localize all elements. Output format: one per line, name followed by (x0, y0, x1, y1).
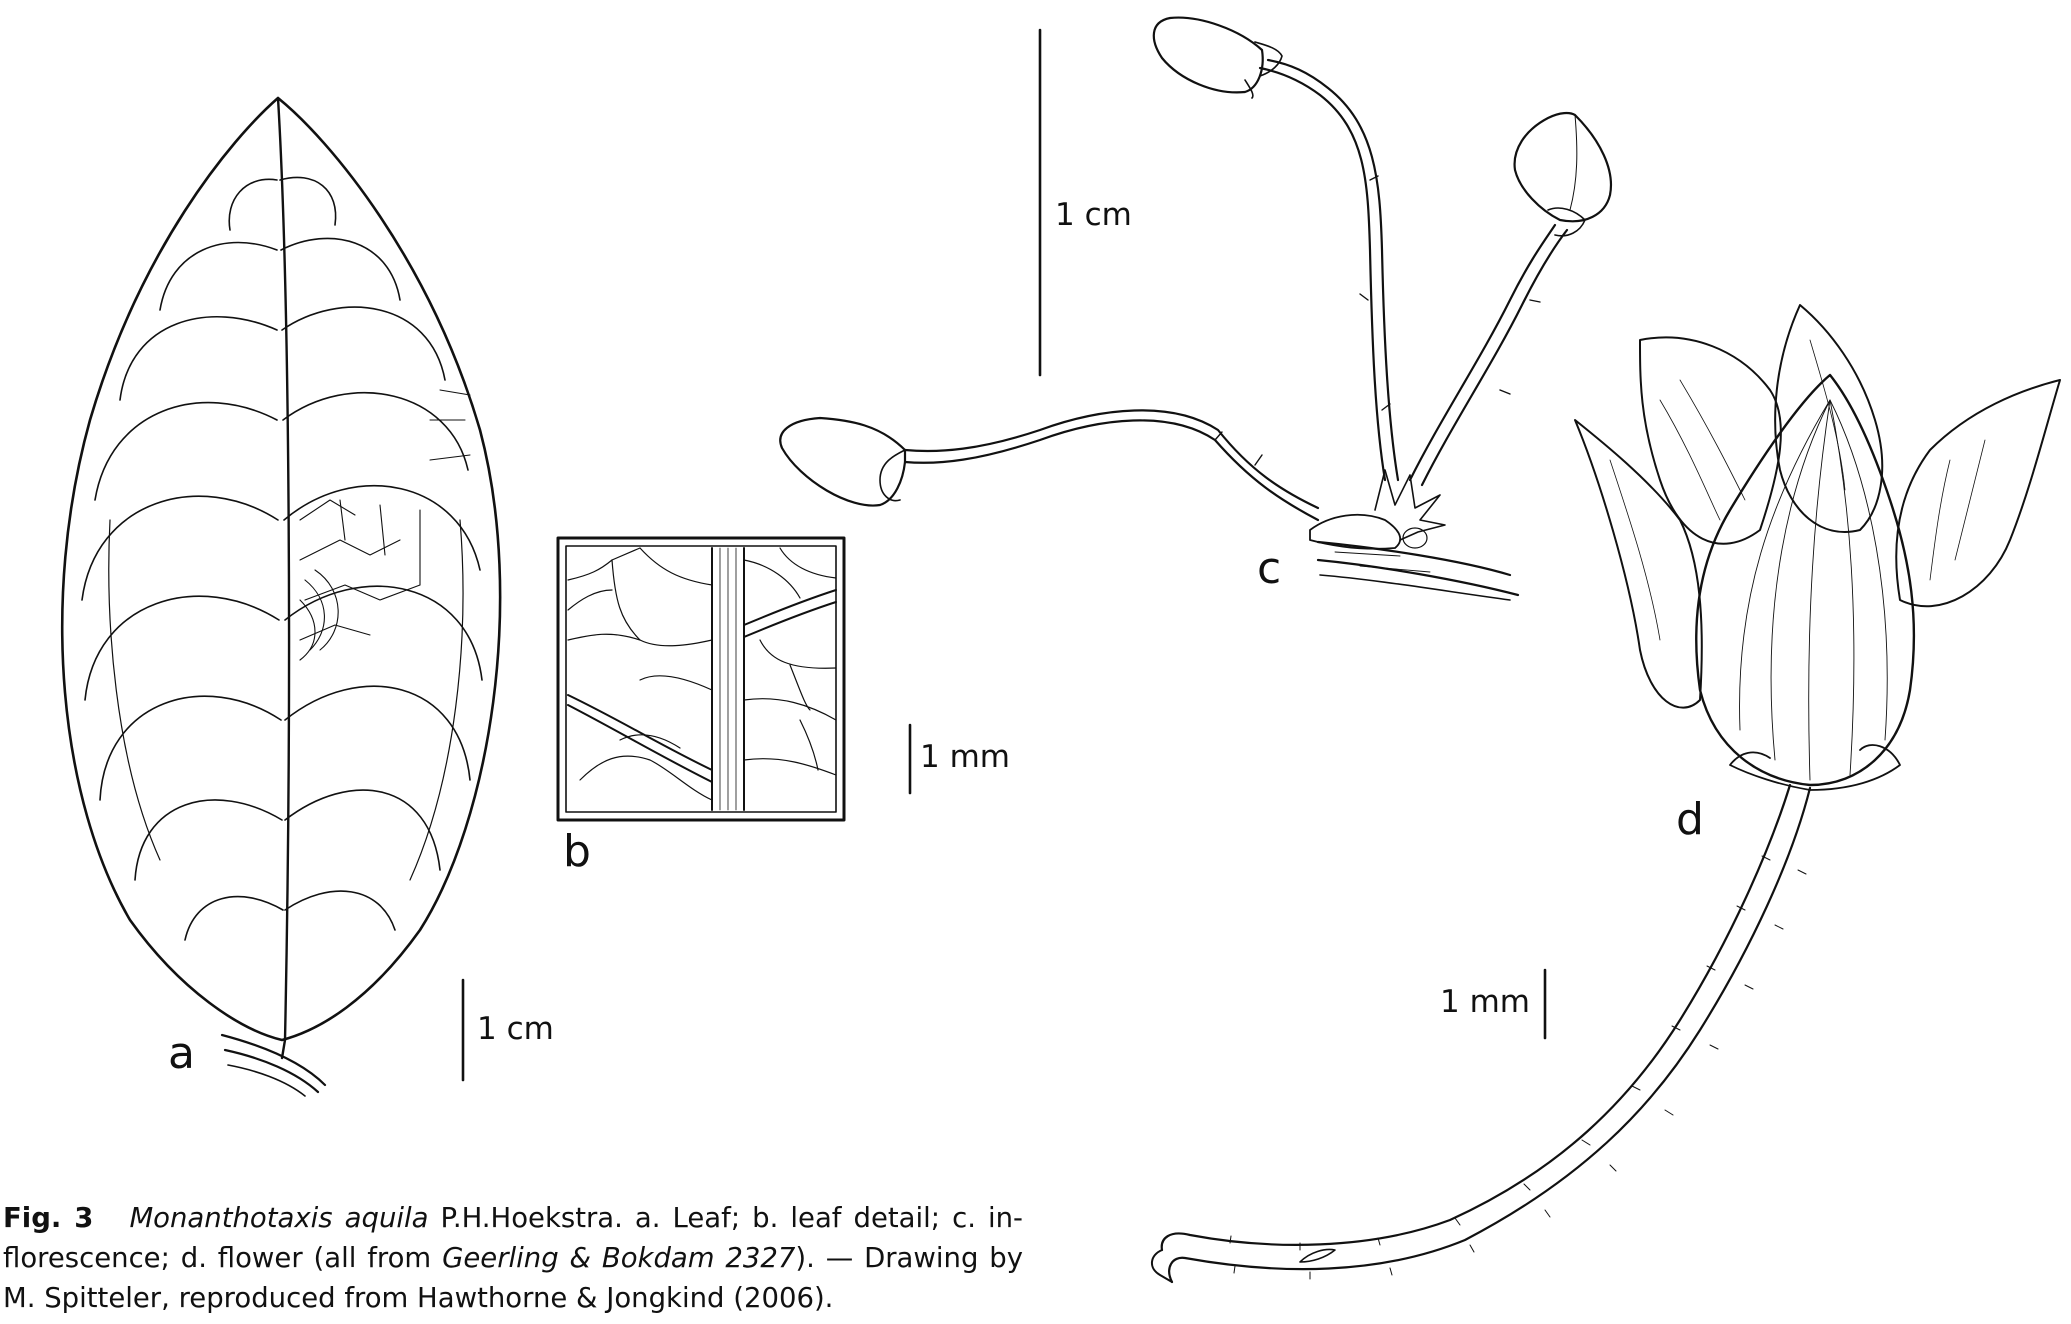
caption-part-c-text: . in- (967, 1202, 1023, 1234)
species-name: Monanthotaxis aquila (129, 1202, 429, 1234)
caption-part-b-letter: b (752, 1202, 770, 1234)
collector-name: Geerling & Bokdam 2327 (442, 1242, 796, 1274)
caption-part-b-text: . leaf detail; (769, 1202, 953, 1234)
caption-line-1: Fig. 3 Monanthotaxis aquila P.H.Hoekstra… (3, 1198, 1023, 1238)
caption-line-3: M. Spitteler, reproduced from Hawthorne … (3, 1282, 834, 1314)
figure-number: Fig. 3 (3, 1202, 94, 1234)
panel-label-a: a (168, 1028, 195, 1079)
leaf-drawing (60, 96, 502, 1097)
flower-drawing (1151, 304, 2061, 1284)
caption-part-d-text: . flower (all from (198, 1242, 443, 1274)
caption-part-a-text: . Leaf; (651, 1202, 753, 1234)
caption-part-c-letter: c (952, 1202, 968, 1234)
scale-label-c: 1 cm (1055, 197, 1132, 233)
caption-line-2-end: ). — Drawing by (795, 1242, 1023, 1274)
inflorescence-drawing (779, 16, 1613, 601)
leaf-detail-drawing (556, 536, 846, 822)
caption-line-2-start: florescence; (3, 1242, 181, 1274)
caption-line-2: florescence; d. flower (all from Geerlin… (3, 1238, 1023, 1278)
panel-label-d: d (1676, 794, 1704, 845)
scale-label-a: 1 cm (477, 1011, 554, 1047)
figure-caption: Fig. 3 Monanthotaxis aquila P.H.Hoekstra… (3, 1198, 1023, 1318)
panel-label-c: c (1257, 543, 1282, 594)
species-author: P.H.Hoekstra. (428, 1202, 635, 1234)
caption-part-a-letter: a (634, 1202, 652, 1234)
scale-label-d: 1 mm (1440, 984, 1530, 1020)
caption-part-d-letter: d (180, 1242, 199, 1274)
panel-label-b: b (563, 826, 591, 877)
scale-label-b: 1 mm (920, 739, 1010, 775)
